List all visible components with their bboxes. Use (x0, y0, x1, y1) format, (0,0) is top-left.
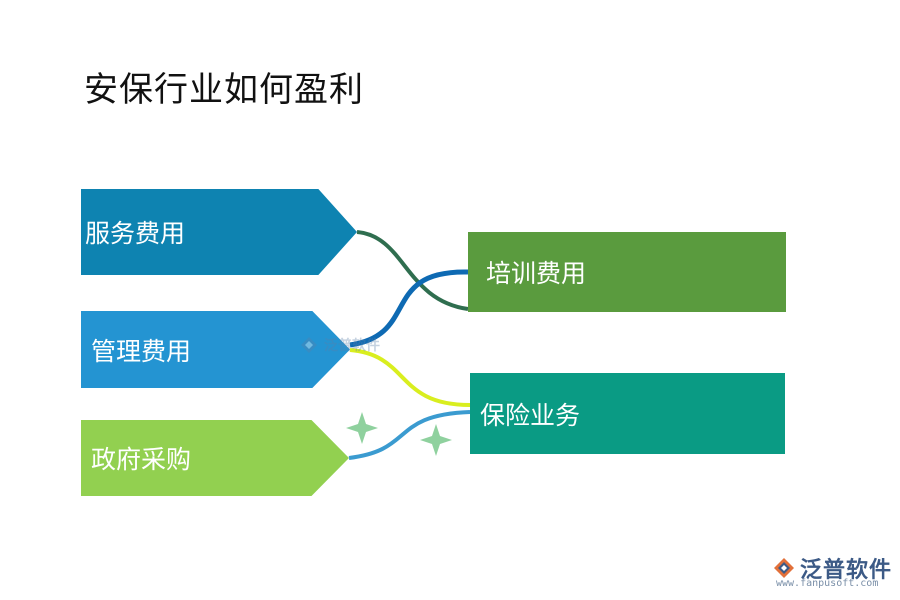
node-label: 政府采购 (91, 445, 192, 474)
node-label: 保险业务 (480, 400, 581, 430)
sparkle-icon (420, 424, 452, 456)
brand-logo: 泛普软件 (772, 552, 892, 584)
connector-management-training (349, 269, 469, 348)
node-service-fee: 服务费用 (81, 189, 357, 275)
watermark-text: 泛普软件 (324, 338, 380, 354)
page-title: 安保行业如何盈利 (84, 70, 364, 110)
node-training-fee: 培训费用 (468, 232, 786, 312)
watermark: 泛普软件 (298, 334, 380, 356)
node-government-procurement: 政府采购 (81, 420, 349, 496)
fanpu-logo-icon (301, 337, 317, 353)
logo-url: www.fanpusoft.com (776, 578, 879, 589)
connector-procurement-insurance (348, 410, 471, 460)
connector-service-training (356, 230, 469, 311)
node-label: 管理费用 (91, 336, 192, 366)
node-label: 培训费用 (486, 259, 587, 288)
node-insurance-business: 保险业务 (470, 373, 785, 454)
logo-name: 泛普软件 (800, 558, 893, 583)
sparkle-icon (346, 412, 378, 444)
connector-management-insurance (349, 348, 471, 407)
node-management-fee: 管理费用 (81, 311, 350, 388)
fanpu-logo-icon (774, 558, 794, 578)
node-label: 服务费用 (85, 219, 186, 248)
